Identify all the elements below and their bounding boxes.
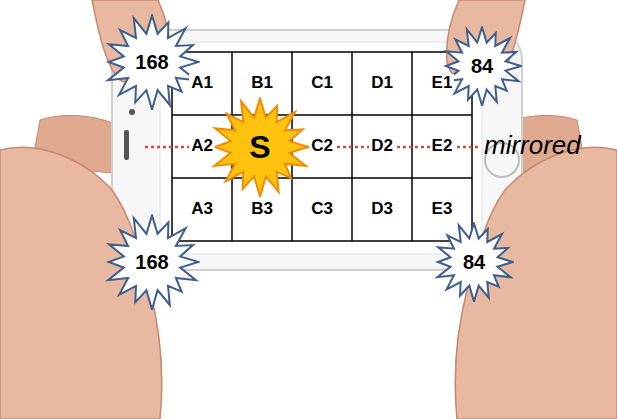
cell-label: E1 (430, 74, 455, 93)
grid-cell: D2 (352, 115, 412, 178)
callout-number: S (249, 131, 270, 163)
starburst-callout: 168 (104, 214, 200, 310)
grid-cell: D1 (352, 52, 412, 115)
callout-number: 168 (135, 252, 168, 272)
cell-label: C3 (309, 200, 335, 219)
cell-label: E2 (430, 137, 455, 156)
cell-label: C1 (309, 74, 335, 93)
cell-label: B1 (249, 74, 275, 93)
starburst-outline (108, 215, 199, 309)
grid-cell: C1 (292, 52, 352, 115)
cell-label: A2 (189, 137, 215, 156)
starburst-outline (108, 15, 199, 109)
cell-label: C2 (309, 137, 335, 156)
starburst-outline (214, 99, 308, 197)
starburst-callout: 168 (104, 14, 200, 110)
cell-label: D1 (369, 74, 395, 93)
starburst-callout: 84 (434, 222, 514, 302)
starburst-callout: S (210, 97, 310, 197)
cell-label: B3 (249, 200, 275, 219)
speaker-slot (124, 130, 129, 160)
cell-label: A1 (189, 74, 215, 93)
starburst-callout: 84 (442, 26, 522, 106)
cell-label: E3 (430, 200, 455, 219)
callout-number: 84 (463, 252, 485, 272)
cell-label: D2 (369, 137, 395, 156)
grid-cell: E2 (412, 115, 472, 178)
cell-label: D3 (369, 200, 395, 219)
grid-cell: C3 (292, 178, 352, 241)
cell-label: A3 (189, 200, 215, 219)
starburst-outline (445, 27, 520, 105)
callout-number: 168 (135, 52, 168, 72)
grid-cell: D3 (352, 178, 412, 241)
starburst-outline (437, 223, 512, 301)
axis-note: mirrored (484, 131, 581, 160)
callout-number: 84 (471, 56, 493, 76)
phone-screen (160, 42, 482, 254)
camera-dot (129, 109, 135, 115)
